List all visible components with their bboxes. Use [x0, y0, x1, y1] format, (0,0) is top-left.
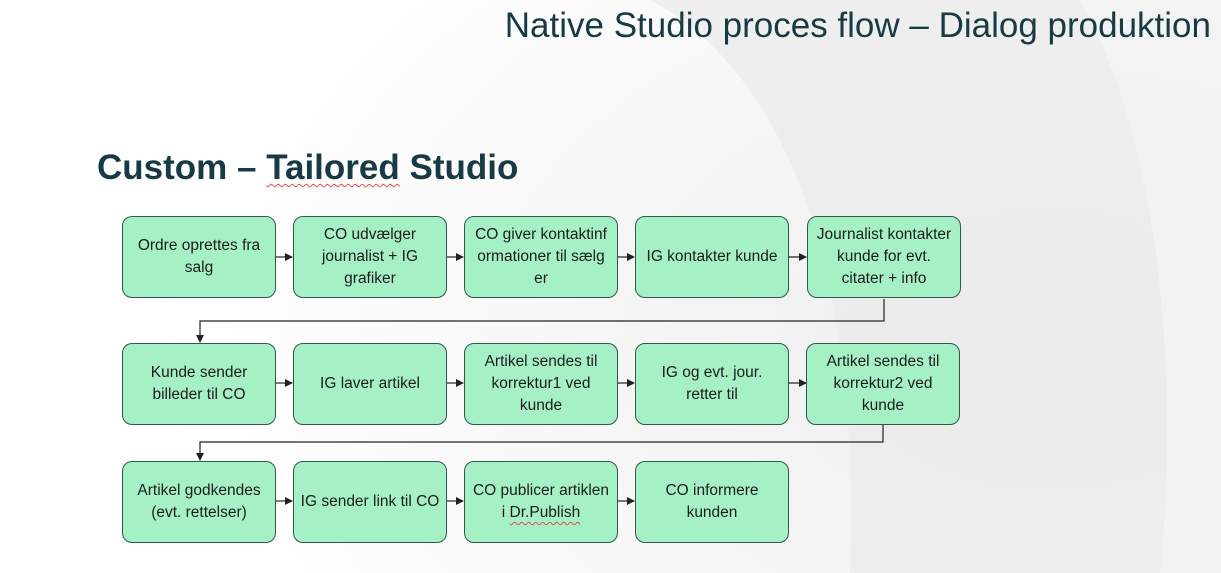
section-title: Custom – Tailored Studio	[97, 148, 518, 188]
step-label: IG kontakter kunde	[646, 248, 778, 265]
step-co-udvaelger: CO udvælger journalist + IG grafiker	[293, 216, 447, 298]
step-ig-sender-link: IG sender link til CO	[293, 461, 447, 543]
step-label-spellflag: Dr.Publish	[509, 504, 581, 521]
step-label: CO informere kunden	[665, 482, 759, 521]
step-kunde-sender-billeder: Kunde sender billeder til CO	[122, 343, 276, 425]
step-label: IG sender link til CO	[300, 493, 440, 510]
step-label: Artikel godkendes (evt. rettelser)	[137, 482, 261, 521]
arrow-row2-to-row3	[196, 424, 884, 461]
step-ig-retter-til: IG og evt. jour. retter til	[635, 343, 789, 425]
section-title-spellflag: Tailored	[266, 148, 400, 187]
step-label-text: CO publicer artiklen i	[472, 482, 610, 521]
step-label: IG laver artikel	[320, 375, 420, 392]
arrow-row1-to-row2	[196, 299, 885, 343]
step-journalist-kontakter: Journalist kontakter kunde for evt. cita…	[807, 216, 961, 298]
step-label: CO udvælger journalist + IG grafiker	[321, 226, 419, 287]
step-label: Artikel sendes til korrektur2 ved kunde	[826, 353, 940, 414]
step-co-giver-kontaktinfo: CO giver kontaktinformationer til sælger	[464, 216, 618, 298]
step-korrektur2: Artikel sendes til korrektur2 ved kunde	[806, 343, 960, 425]
step-ordre-oprettes: Ordre oprettes fra salg	[122, 216, 276, 298]
step-label: CO giver kontaktinformationer til sælger	[475, 226, 607, 287]
step-label: Ordre oprettes fra salg	[137, 237, 261, 276]
step-label: Journalist kontakter kunde for evt. cita…	[816, 226, 952, 287]
step-label: IG og evt. jour. retter til	[661, 364, 763, 403]
step-ig-laver-artikel: IG laver artikel	[293, 343, 447, 425]
step-korrektur1: Artikel sendes til korrektur1 ved kunde	[464, 343, 618, 425]
step-label: Kunde sender billeder til CO	[150, 364, 248, 403]
step-co-informere: CO informere kunden	[635, 461, 789, 543]
step-label: CO publicer artiklen i Dr.Publish	[471, 480, 611, 524]
section-title-prefix: Custom –	[97, 148, 267, 187]
step-artikel-godkendes: Artikel godkendes (evt. rettelser)	[122, 461, 276, 543]
section-title-suffix: Studio	[399, 148, 519, 187]
step-ig-kontakter-kunde: IG kontakter kunde	[635, 216, 789, 298]
slide-title: Native Studio proces flow – Dialog produ…	[504, 6, 1211, 45]
step-co-publicer: CO publicer artiklen i Dr.Publish	[464, 461, 618, 543]
step-label: Artikel sendes til korrektur1 ved kunde	[484, 353, 598, 414]
